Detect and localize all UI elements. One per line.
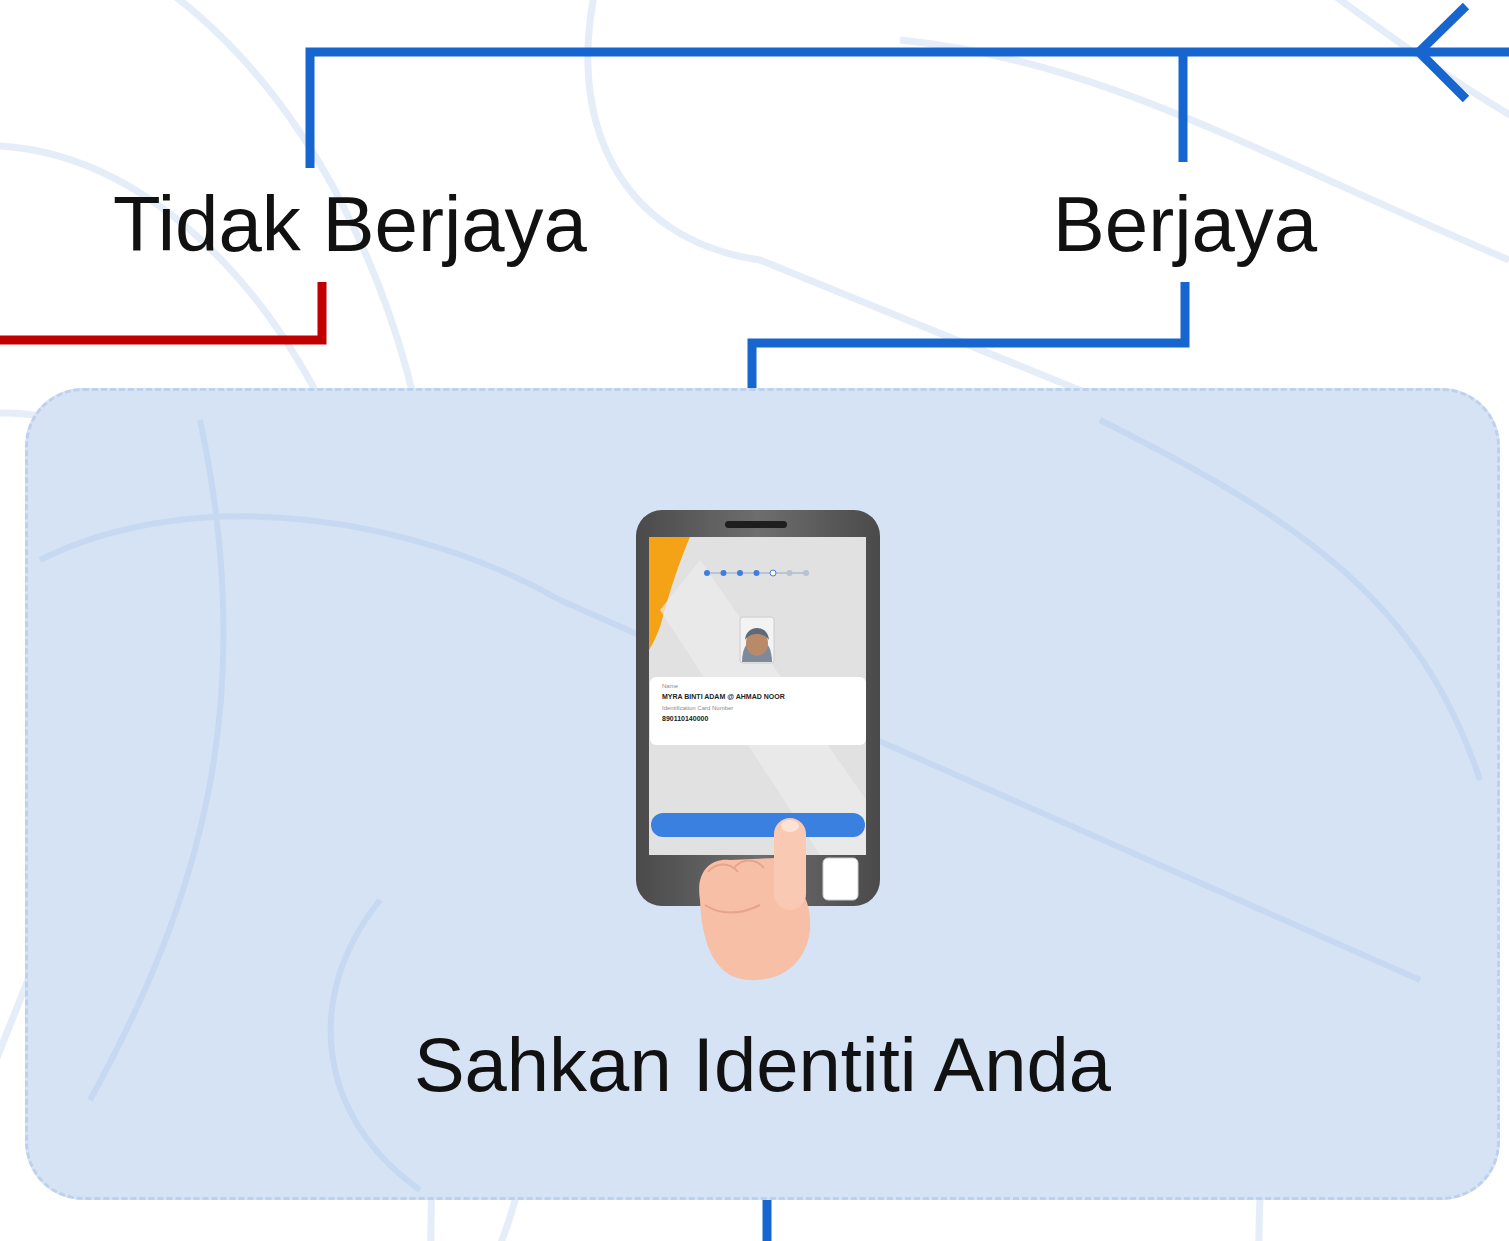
status-text: Berjaya — [1053, 182, 1317, 268]
fail-line — [0, 282, 322, 340]
status-label: Berjaya — [1053, 182, 1317, 268]
status-label: Tidak Berjaya — [113, 182, 587, 268]
flow-line — [1179, 52, 1188, 162]
flow-connector — [752, 282, 1185, 388]
screen-text: 890110140000 — [662, 715, 708, 723]
screen-text: Identification Card Number — [662, 705, 733, 712]
status-text: Tidak Berjaya — [113, 182, 587, 268]
flow-line — [763, 1200, 772, 1241]
box-title: Sahkan Identiti Anda — [28, 1023, 1497, 1107]
arrow-head — [1419, 6, 1466, 99]
screen-text: Name — [662, 683, 678, 690]
process-box: Sahkan Identiti Anda NameMYRA BINTI ADAM … — [25, 388, 1500, 1200]
flow-line — [310, 52, 1509, 168]
flow-lines — [0, 6, 1509, 1241]
screen-text: MYRA BINTI ADAM @ AHMAD NOOR — [662, 693, 785, 701]
